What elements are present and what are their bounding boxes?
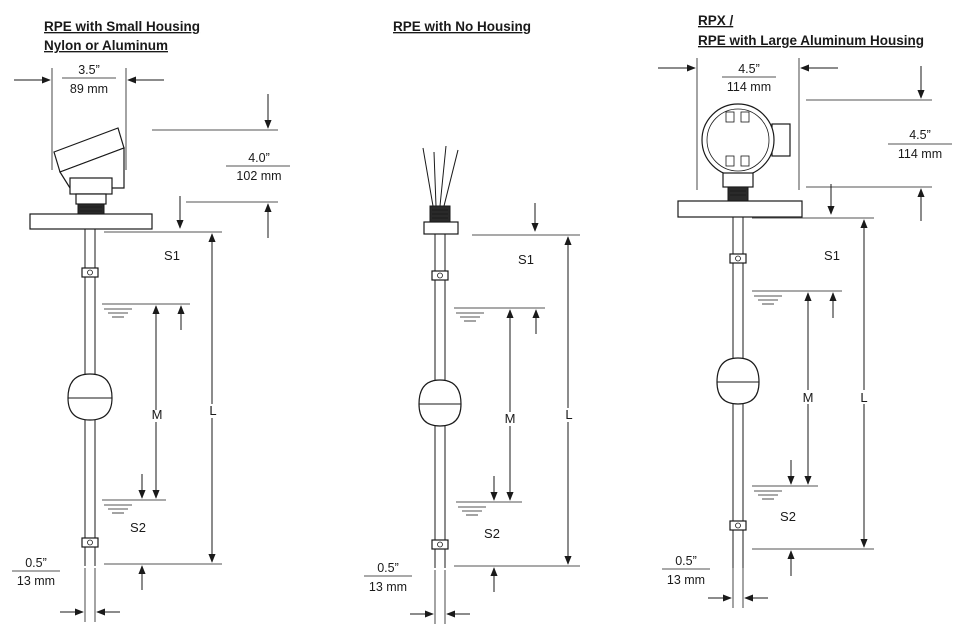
l-label: L [860,390,867,405]
lower-liquid-level [102,499,166,514]
s1-label: S1 [164,248,180,263]
stem-diameter-dimension: 0.5” 13 mm [12,556,120,622]
housing-height-inches: 4.0” [248,151,270,165]
stem-diameter-mm: 13 mm [667,573,705,587]
stem-diameter-dimension: 0.5” 13 mm [364,561,470,624]
large-housing [677,103,803,218]
diagram-3-title-line-2: RPE with Large Aluminum Housing [698,33,924,48]
s2-label: S2 [780,509,796,524]
m-dimension: M [803,292,814,485]
float [716,357,760,405]
stem-diameter-mm: 13 mm [17,574,55,588]
lower-liquid-level [752,485,818,500]
stem-diameter-dimension: 0.5” 13 mm [662,554,768,608]
lead-wires [422,145,459,207]
l-dimension: L [208,233,217,563]
small-housing [29,127,153,230]
upper-liquid-level [752,290,842,305]
diagram-small-housing: RPE with Small Housing Nylon or Aluminum… [12,19,290,622]
housing-width-inches: 3.5” [78,63,100,77]
stem-diameter-inches: 0.5” [25,556,47,570]
upper-liquid-level [454,307,545,322]
diagram-no-housing: RPE with No Housing S1 [364,19,580,624]
m-label: M [803,390,814,405]
housing-width-dimension: 3.5” 89 mm [14,63,164,170]
housing-width-inches: 4.5” [738,62,760,76]
diagram-2-title: RPE with No Housing [393,19,531,34]
m-dimension: M [152,305,163,499]
float [67,373,113,421]
stem-diameter-mm: 13 mm [369,580,407,594]
l-label: L [209,403,216,418]
s1-label: S1 [518,252,534,267]
m-label: M [152,407,163,422]
housing-width-mm: 114 mm [727,80,771,94]
diagram-1-title-line-1: RPE with Small Housing [44,19,200,34]
m-label: M [505,411,516,426]
diagram-3-title-line-1: RPX / [698,13,734,28]
lower-liquid-level [456,501,522,516]
housing-width-mm: 89 mm [70,82,108,96]
housing-height-dimension: 4.0” 102 mm [152,94,290,238]
upper-liquid-level [102,303,190,318]
housing-height-dimension: 4.5” 114 mm [806,66,952,221]
m-dimension: M [505,309,516,501]
l-dimension: L [564,236,573,565]
s2-label: S2 [130,520,146,535]
housing-width-dimension: 4.5” 114 mm [658,58,838,190]
stem-diameter-inches: 0.5” [675,554,697,568]
l-label: L [565,407,572,422]
diagram-1-title-line-2: Nylon or Aluminum [44,38,168,53]
diagram-large-housing: RPX / RPE with Large Aluminum Housing 4.… [658,13,952,608]
l-dimension: L [860,219,868,548]
stem-diameter-inches: 0.5” [377,561,399,575]
housing-height-inches: 4.5” [909,128,931,142]
s1-label: S1 [824,248,840,263]
s2-label: S2 [484,526,500,541]
housing-height-mm: 102 mm [236,169,281,183]
housing-height-mm: 114 mm [898,147,942,161]
float [418,379,462,427]
